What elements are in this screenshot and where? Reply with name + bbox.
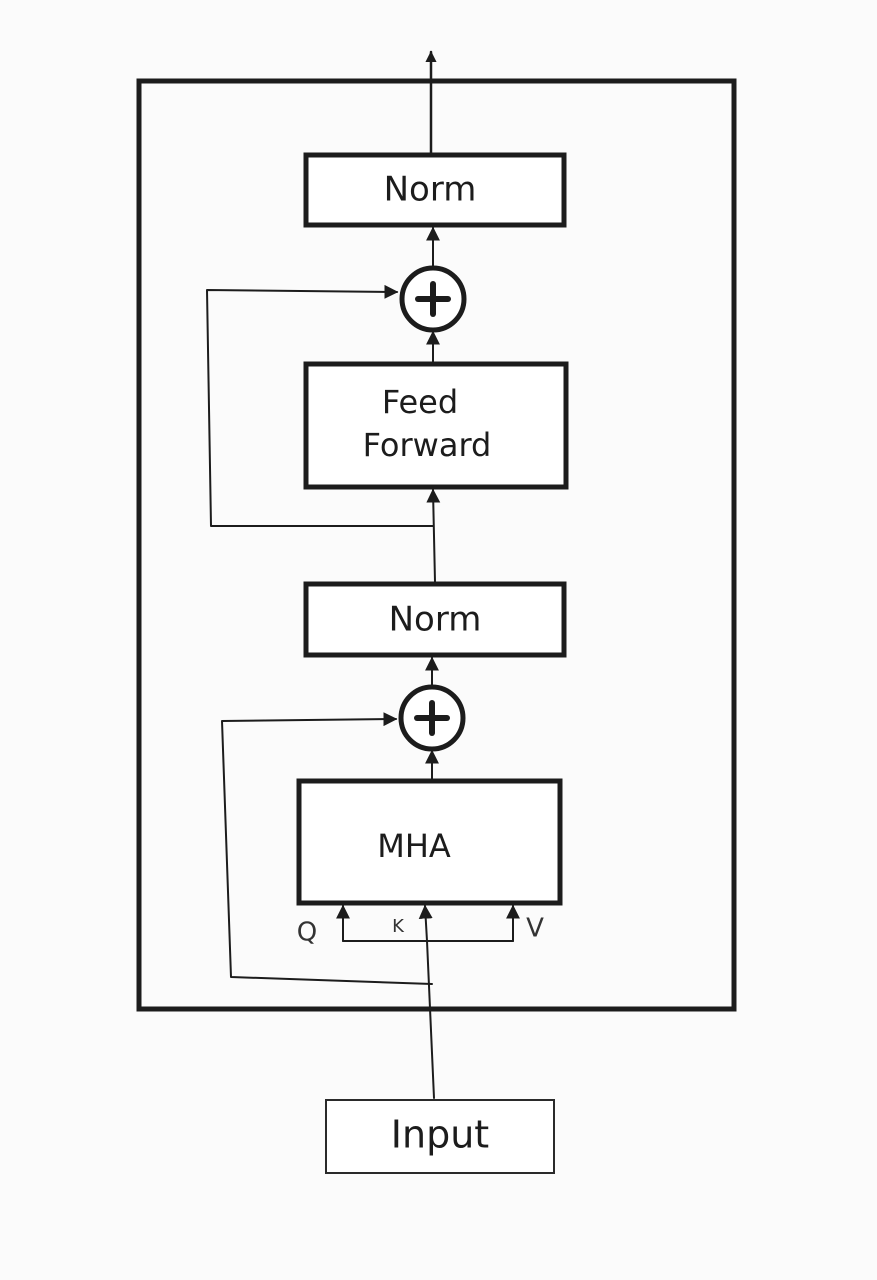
norm-top-box: Norm	[303, 152, 567, 228]
mha-label: MHA	[377, 827, 451, 865]
norm-bottom-label: Norm	[389, 600, 482, 640]
adder-top	[399, 265, 467, 333]
feed-forward-label-line2: Forward	[363, 426, 492, 464]
feed-forward-label-line1: Feed	[382, 383, 458, 421]
encoder-block-frame	[136, 78, 737, 1012]
input-label: Input	[391, 1113, 489, 1157]
port-q-label: Q	[297, 918, 317, 948]
input-box: Input	[325, 1099, 555, 1174]
adder-bottom	[398, 684, 466, 752]
port-v-label: V	[526, 914, 544, 944]
arrow-k	[418, 904, 433, 942]
norm-bottom-box: Norm	[303, 581, 567, 658]
arrow-norm-bottom-to-ff	[426, 488, 441, 583]
residual-path-mha	[221, 712, 433, 985]
mha-box: MHA	[296, 778, 563, 906]
residual-path-ff	[206, 284, 434, 527]
norm-top-label: Norm	[384, 170, 477, 210]
feed-forward-box: Feed Forward	[303, 361, 569, 490]
input-line	[426, 940, 435, 1099]
port-k-label: K	[392, 916, 405, 937]
